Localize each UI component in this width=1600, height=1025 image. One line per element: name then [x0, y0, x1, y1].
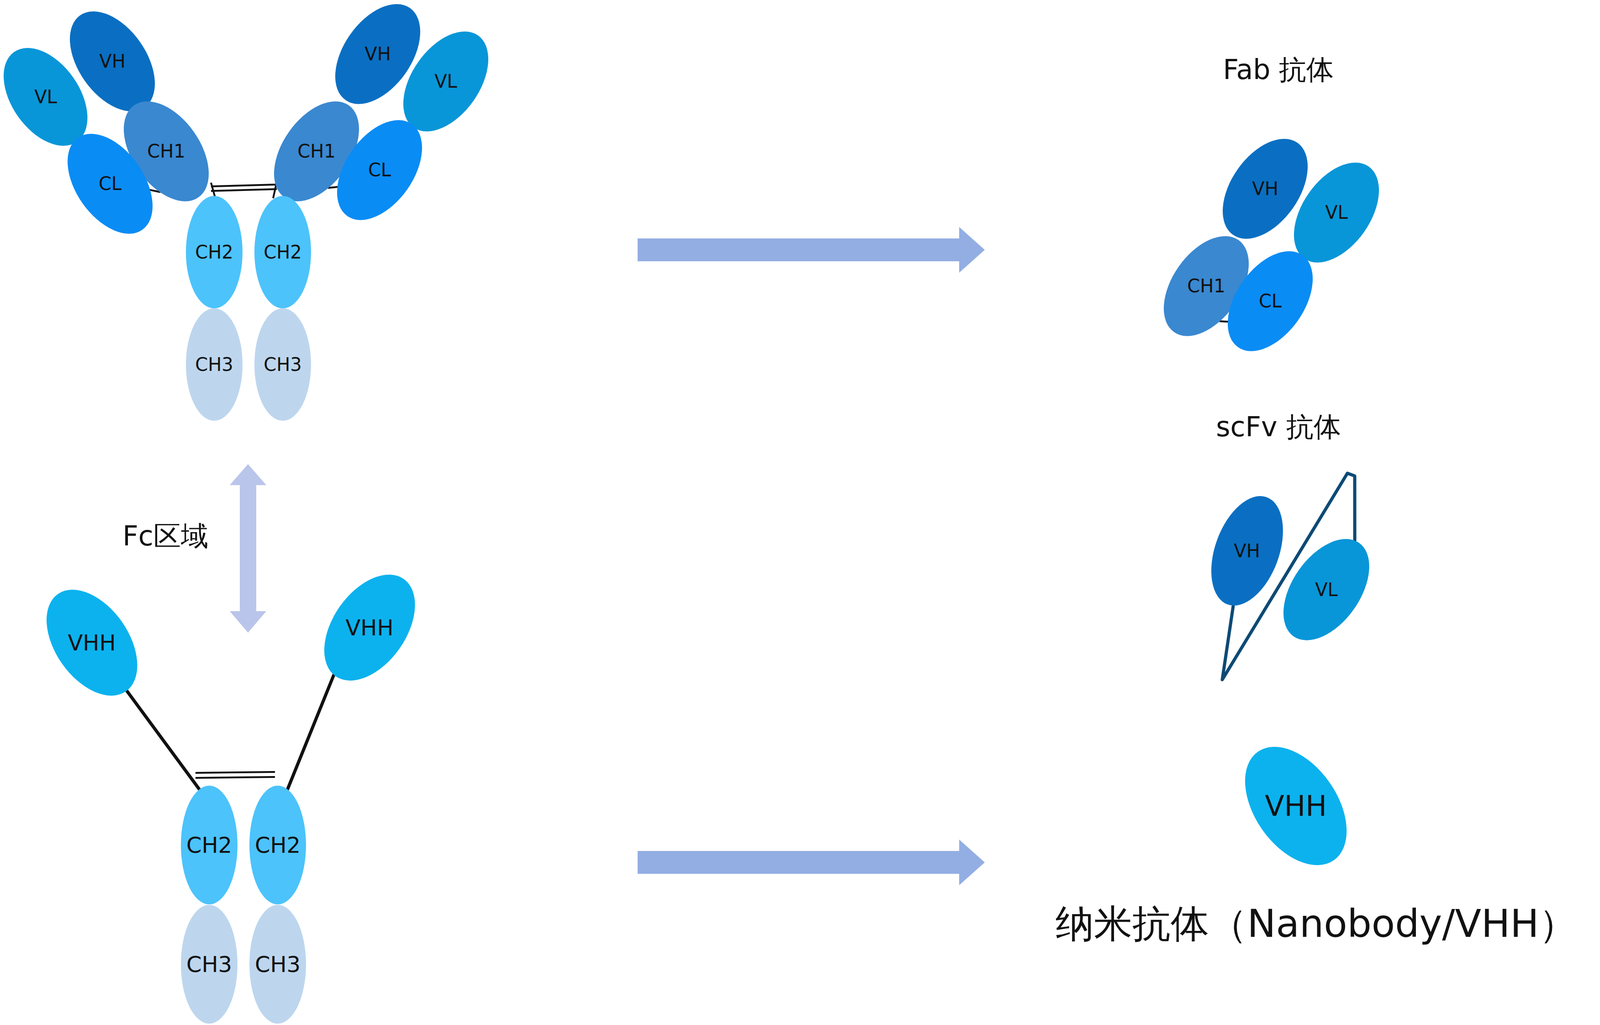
- domain-label: VHH: [1264, 792, 1327, 821]
- domain-ellipse: VHH: [46, 589, 138, 696]
- domain-ellipse: CH3: [185, 308, 243, 421]
- domain-label: VH: [1251, 179, 1278, 198]
- linker-line: [1219, 321, 1228, 322]
- ellipse-fill: [50, 118, 170, 249]
- caption-label: Fc区域: [122, 522, 209, 550]
- process-arrow: [637, 839, 985, 886]
- domain-label: CL: [98, 174, 122, 193]
- ellipse-fill: [319, 104, 440, 236]
- linker-line: [287, 675, 334, 790]
- domain-label: VL: [1325, 203, 1348, 222]
- domain-ellipse: CH2: [254, 195, 312, 309]
- domain-ellipse: VL: [1283, 538, 1370, 641]
- domain-ellipse: VH: [1211, 496, 1284, 606]
- domain-ellipse: CL: [1227, 251, 1313, 352]
- domain-label: VH: [364, 44, 391, 64]
- domain-label: VHH: [345, 616, 394, 639]
- ellipse-fill: [249, 904, 307, 1024]
- ellipse-fill: [1266, 523, 1388, 656]
- caption-label: Fab 抗体: [1223, 55, 1335, 84]
- domain-label: VL: [34, 87, 58, 106]
- process-arrow: [637, 227, 985, 273]
- domain-label: VH: [99, 52, 126, 71]
- domain-ellipse: CH2: [185, 195, 243, 309]
- linker-line: [126, 690, 200, 790]
- domain-ellipse: CH3: [180, 904, 238, 1024]
- domain-label: CH2: [195, 242, 233, 262]
- domain-label: CH1: [1187, 276, 1226, 296]
- ellipse-fill: [254, 308, 312, 421]
- domain-ellipse: CH3: [254, 308, 312, 421]
- ellipse-fill: [249, 785, 307, 905]
- domain-ellipse: CH2: [180, 785, 238, 905]
- ellipse-fill: [1197, 486, 1297, 616]
- linker-line: [328, 186, 338, 188]
- ellipse-fill: [27, 573, 156, 713]
- ellipse-fill: [185, 195, 243, 309]
- double-arrow: [229, 464, 267, 633]
- domain-label: CH2: [254, 834, 301, 856]
- ellipse-fill: [180, 785, 238, 905]
- domain-ellipse: CL: [67, 133, 153, 234]
- ellipse-fill: [1224, 728, 1368, 885]
- domain-label: VHH: [67, 631, 116, 654]
- ellipse-fill: [254, 195, 312, 309]
- domain-ellipse: CH2: [249, 785, 307, 905]
- caption-label: 纳米抗体（Nanobody/VHH）: [1055, 904, 1578, 943]
- ellipse-fill: [185, 308, 243, 421]
- caption-label: scFv 抗体: [1215, 412, 1341, 441]
- domain-ellipse: CH3: [249, 904, 307, 1024]
- domain-ellipse: CL: [337, 120, 423, 221]
- domain-label: CH3: [254, 953, 301, 976]
- domain-label: CH3: [195, 355, 233, 374]
- domain-label: VL: [1314, 580, 1338, 599]
- domain-label: VL: [434, 72, 458, 91]
- domain-label: CH3: [263, 355, 302, 374]
- domain-label: VH: [1233, 541, 1260, 560]
- domain-label: CH2: [186, 834, 233, 856]
- domain-label: CH1: [147, 142, 185, 161]
- domain-label: CH1: [297, 142, 336, 161]
- domain-label: CL: [368, 160, 391, 180]
- domain-ellipse: VL: [403, 31, 489, 132]
- domain-label: CL: [1258, 291, 1282, 311]
- domain-ellipse: VH: [69, 11, 155, 112]
- domain-ellipse: VHH: [324, 574, 416, 681]
- ellipse-fill: [305, 558, 434, 698]
- ellipse-fill: [180, 904, 238, 1024]
- ellipse-fill: [1210, 235, 1331, 367]
- domain-label: CH3: [186, 953, 233, 976]
- domain-label: CH2: [263, 242, 302, 262]
- domain-ellipse: VH: [1222, 138, 1308, 239]
- domain-ellipse: VHH: [1245, 746, 1347, 866]
- domain-ellipse: VL: [1293, 162, 1379, 263]
